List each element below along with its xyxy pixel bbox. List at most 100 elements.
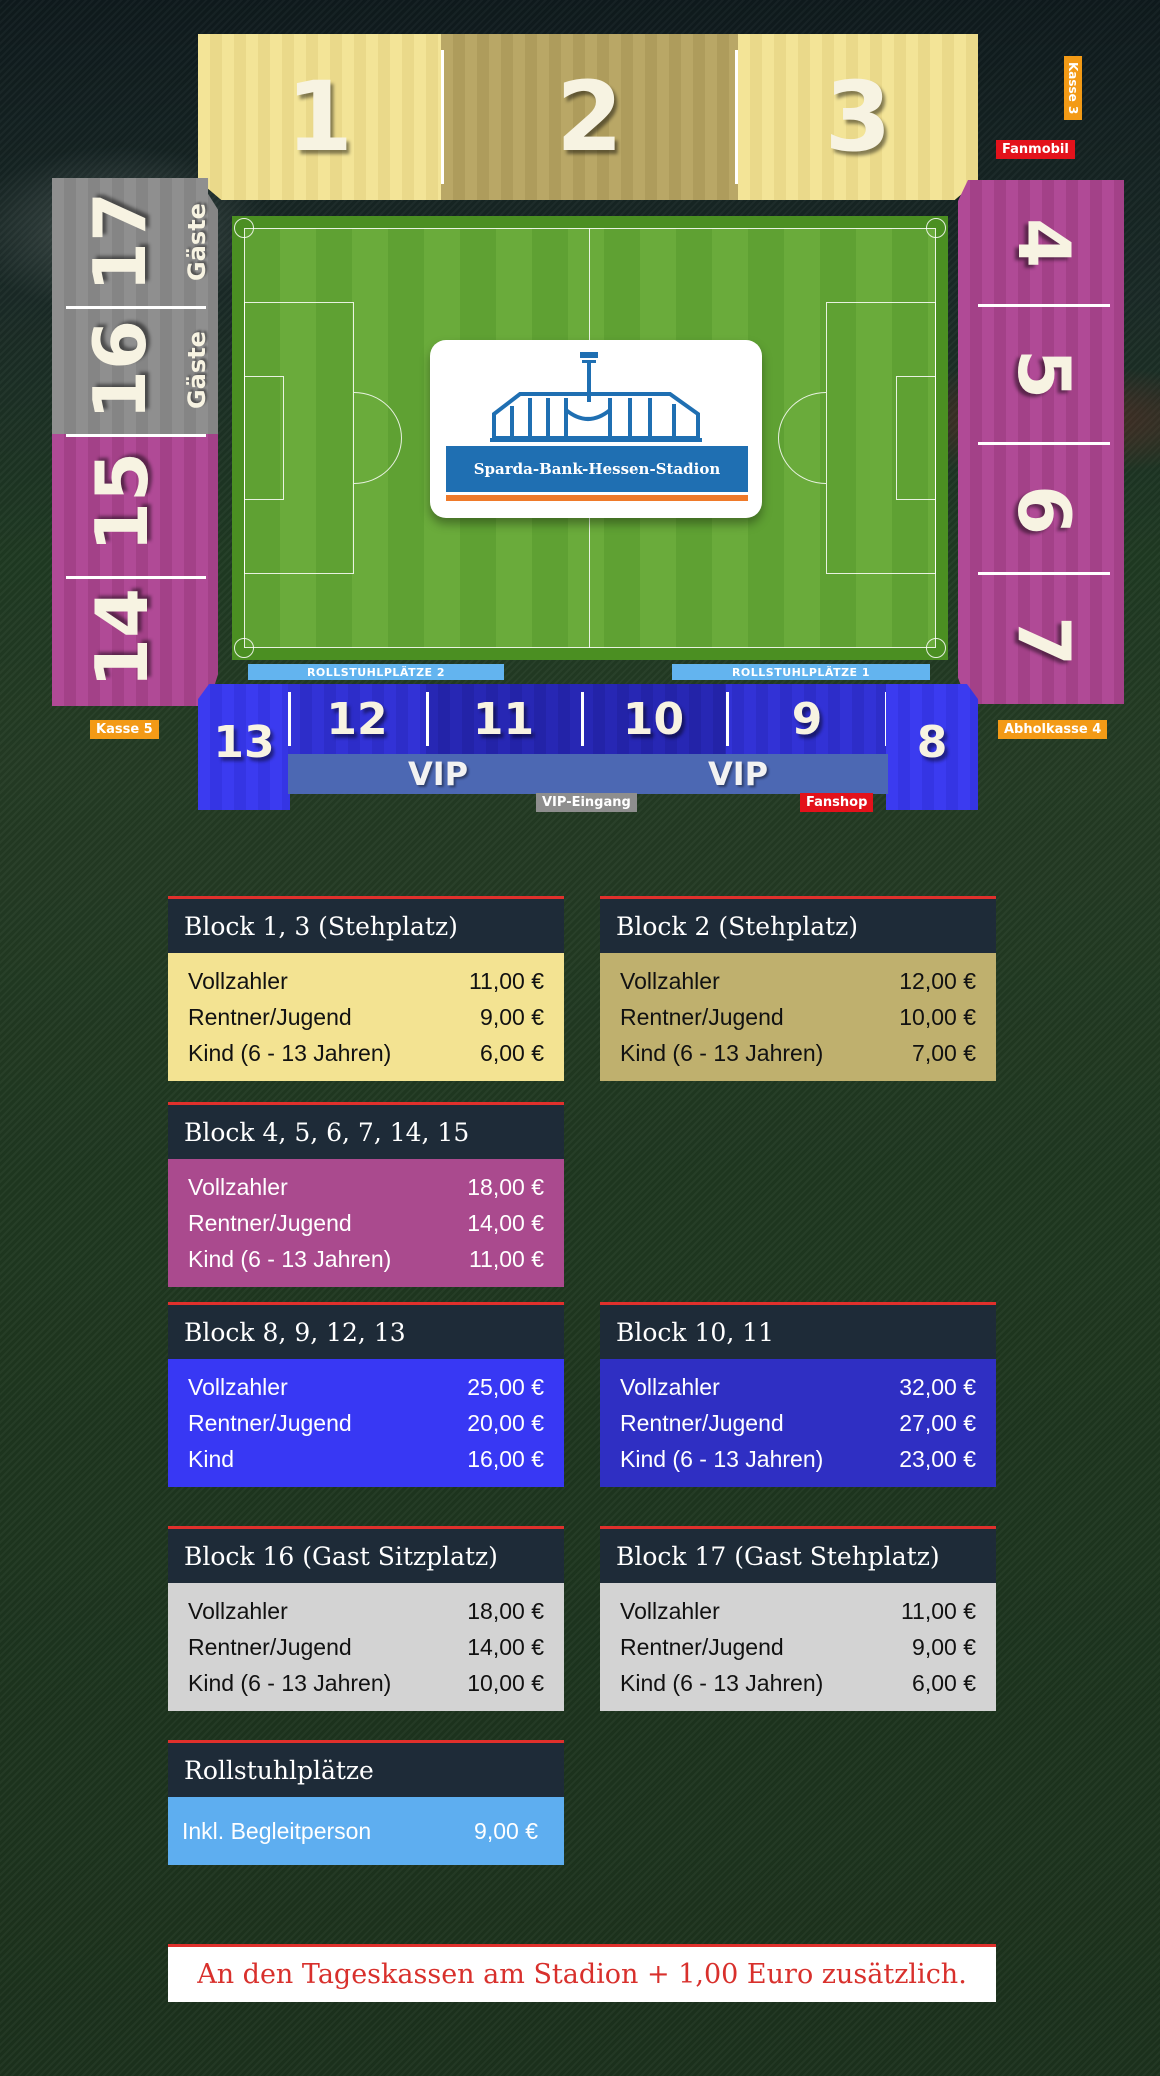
divider xyxy=(978,304,1110,307)
price-label: Kind (6 - 13 Jahren) xyxy=(620,1445,824,1472)
block-16[interactable]: 16 Gäste xyxy=(52,306,218,434)
block-7[interactable]: 7 xyxy=(958,578,1124,704)
block-10[interactable]: 10 xyxy=(581,684,726,754)
divider xyxy=(441,50,444,184)
abholkasse-4-tag: Abholkasse 4 xyxy=(998,720,1108,739)
price-label: Rentner/Jugend xyxy=(620,1003,784,1030)
price-value: 6,00 € xyxy=(912,1669,976,1696)
block-12[interactable]: 12 xyxy=(288,684,426,754)
card-title: Block 1, 3 (Stehplatz) xyxy=(168,899,564,953)
block-5[interactable]: 5 xyxy=(958,306,1124,442)
price-value: 11,00 € xyxy=(468,1245,544,1272)
price-value: 23,00 € xyxy=(899,1445,976,1472)
divider xyxy=(426,692,429,746)
bottom-main-stand: 12 11 10 9 xyxy=(288,684,888,754)
guest-label: Gäste xyxy=(182,331,211,409)
price-value: 14,00 € xyxy=(467,1633,544,1660)
price-row: Kind (6 - 13 Jahren) 6,00 € xyxy=(620,1665,976,1701)
block-3[interactable]: 3 xyxy=(738,34,978,200)
vip-area[interactable]: VIP VIP xyxy=(288,754,888,794)
card-title: Rollstuhlplätze xyxy=(168,1743,564,1797)
divider xyxy=(978,572,1110,575)
price-value: 16,00 € xyxy=(467,1445,544,1472)
divider xyxy=(288,692,291,746)
block-8[interactable]: 8 xyxy=(886,684,978,810)
price-label: Vollzahler xyxy=(620,1373,720,1400)
block-15[interactable]: 15 xyxy=(52,434,218,570)
card-title: Block 10, 11 xyxy=(600,1305,996,1359)
price-value: 6,00 € xyxy=(480,1039,544,1066)
block-number: 4 xyxy=(1001,217,1086,269)
block-number: 16 xyxy=(77,319,162,421)
price-row: Kind (6 - 13 Jahren)7,00 € xyxy=(620,1035,976,1071)
price-label: Vollzahler xyxy=(188,1173,288,1200)
surcharge-note: An den Tageskassen am Stadion + 1,00 Eur… xyxy=(168,1944,996,2002)
block-1[interactable]: 1 xyxy=(198,34,441,200)
block-11[interactable]: 11 xyxy=(426,684,581,754)
price-value: 10,00 € xyxy=(467,1669,544,1696)
block-number: 10 xyxy=(622,693,685,745)
block-17[interactable]: 17 Gäste xyxy=(52,178,218,306)
block-number: 14 xyxy=(79,587,164,689)
block-2[interactable]: 2 xyxy=(441,34,738,200)
price-label: Vollzahler xyxy=(188,967,288,994)
divider xyxy=(978,442,1110,445)
stadium-name: Sparda-Bank-Hessen-Stadion xyxy=(446,446,748,492)
fanmobil-tag: Fanmobil xyxy=(996,140,1075,159)
price-value: 12,00 € xyxy=(899,967,976,994)
block-9[interactable]: 9 xyxy=(726,684,888,754)
corner-arc xyxy=(234,638,254,658)
block-number: 17 xyxy=(77,191,162,293)
block-4[interactable]: 4 xyxy=(958,180,1124,306)
block-number: 11 xyxy=(472,693,535,745)
logo-stripe xyxy=(446,495,748,501)
left-stand: 17 Gäste 16 Gäste 15 14 xyxy=(52,178,218,706)
price-label: Kind (6 - 13 Jahren) xyxy=(188,1039,392,1066)
price-label: Kind (6 - 13 Jahren) xyxy=(188,1245,392,1272)
block-number: 3 xyxy=(824,61,892,173)
price-label: Vollzahler xyxy=(188,1373,288,1400)
wheelchair-area-1[interactable]: ROLLSTUHLPLÄTZE 1 xyxy=(672,664,930,680)
bottom-stand: 13 12 11 10 9 8 VIP VIP xyxy=(198,684,978,810)
divider xyxy=(66,434,206,437)
price-value: 18,00 € xyxy=(467,1597,544,1624)
vip-entrance-tag: VIP-Eingang xyxy=(536,793,637,812)
block-number: 8 xyxy=(916,716,948,768)
vip-label: VIP xyxy=(407,755,469,793)
block-number: 12 xyxy=(326,693,388,745)
guest-label: Gäste xyxy=(182,203,211,281)
block-6[interactable]: 6 xyxy=(958,442,1124,578)
vip-label: VIP xyxy=(707,755,769,793)
stadium-building-icon xyxy=(490,352,702,442)
football-pitch xyxy=(232,216,948,660)
block-13[interactable]: 13 xyxy=(198,684,290,810)
card-title: Block 16 (Gast Sitzplatz) xyxy=(168,1529,564,1583)
corner-arc xyxy=(926,638,946,658)
price-label: Inkl. Begleitperson xyxy=(182,1817,372,1844)
price-row: Kind (6 - 13 Jahren) 23,00 € xyxy=(620,1441,976,1477)
price-value: 10,00 € xyxy=(899,1003,976,1030)
divider xyxy=(66,306,206,309)
corner-arc xyxy=(234,218,254,238)
price-value: 11,00 € xyxy=(900,1597,976,1624)
wheelchair-area-2[interactable]: ROLLSTUHLPLÄTZE 2 xyxy=(248,664,504,680)
price-label: Rentner/Jugend xyxy=(620,1409,784,1436)
card-title: Block 17 (Gast Stehplatz) xyxy=(600,1529,996,1583)
price-label: Kind (6 - 13 Jahren) xyxy=(620,1669,824,1696)
top-stand: 1 2 3 xyxy=(198,34,978,200)
price-label: Rentner/Jugend xyxy=(188,1409,352,1436)
block-14[interactable]: 14 xyxy=(52,570,218,706)
block-number: 9 xyxy=(791,693,823,745)
divider xyxy=(726,692,729,746)
goal-area-right xyxy=(896,376,936,500)
